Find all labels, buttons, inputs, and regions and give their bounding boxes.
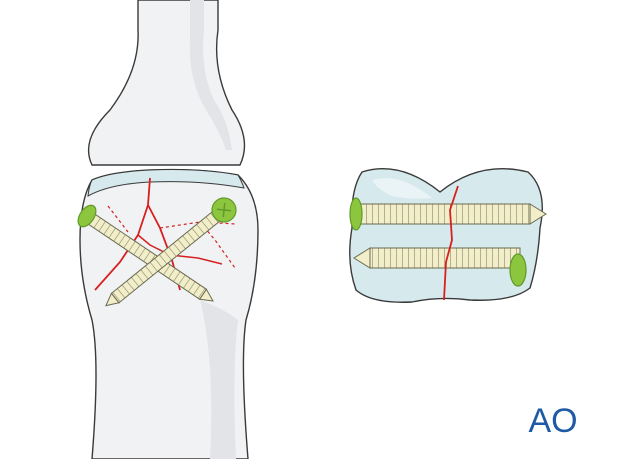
axial-bone-outline — [349, 168, 543, 303]
screw-head-1 — [77, 204, 97, 228]
axial-screw-head-upper — [349, 197, 363, 231]
axial-screw-upper — [349, 197, 547, 231]
screw-1 — [77, 204, 214, 302]
axial-screw-head-lower — [509, 253, 527, 287]
proximal-phalanx — [87, 0, 246, 166]
axial-articular-highlight — [372, 178, 432, 199]
screw-2 — [105, 197, 237, 307]
axial-view — [349, 168, 547, 303]
ao-logo: AO — [528, 402, 577, 440]
dorsal-view — [77, 0, 259, 459]
axial-fracture-line — [443, 185, 459, 301]
middle-phalanx-shade — [200, 300, 238, 459]
proximal-phalanx-shade — [189, 0, 232, 150]
articular-cartilage — [87, 169, 245, 197]
